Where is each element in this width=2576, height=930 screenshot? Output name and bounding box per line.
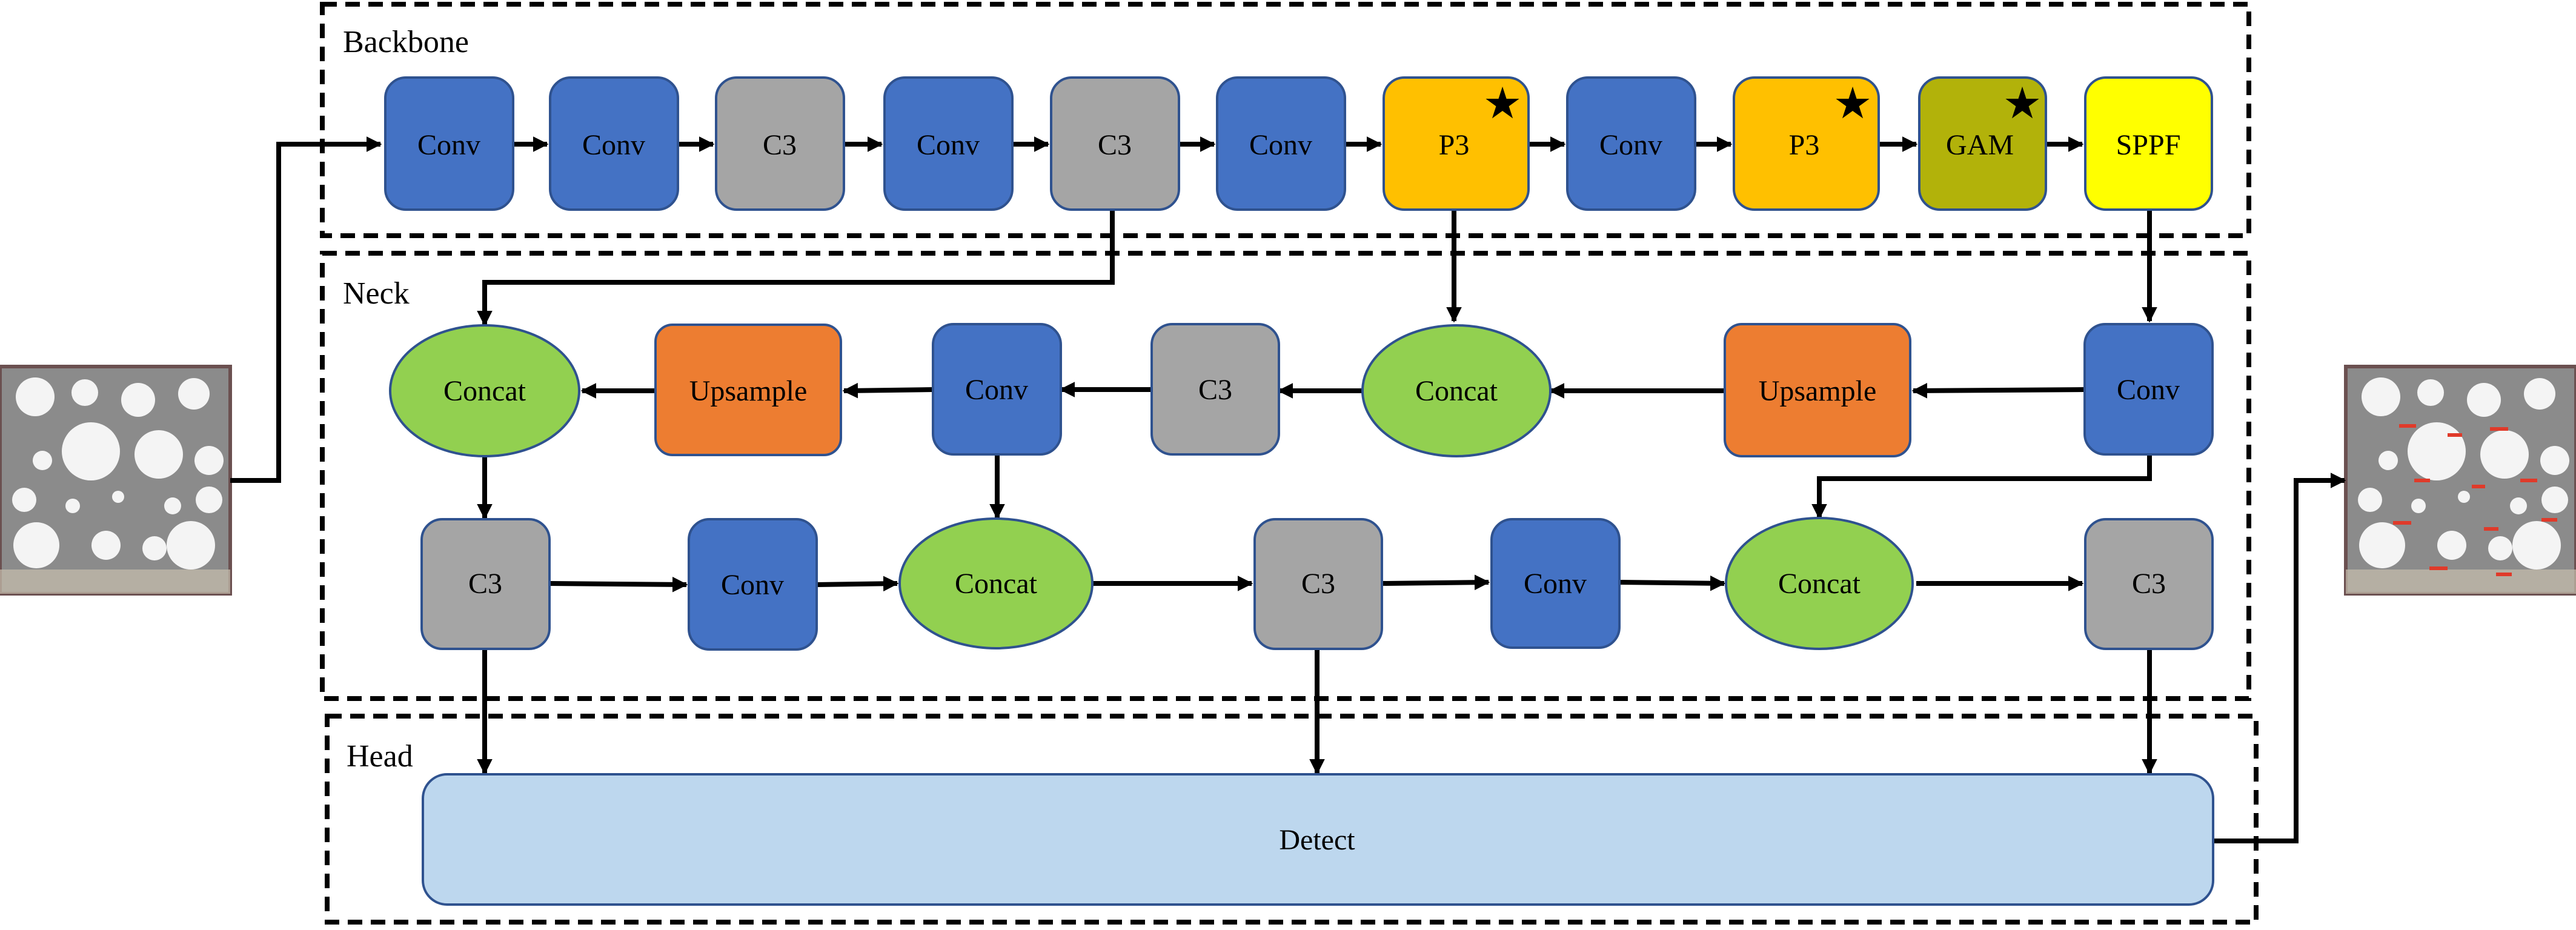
- neck-conv-2-label: Conv: [2117, 374, 2180, 406]
- neck-upsample-1-label: Upsample: [689, 375, 808, 407]
- neck-c3-1: [1150, 323, 1280, 456]
- backbone-gam-label: GAM: [1946, 129, 2014, 161]
- neck-conv-4-label: Conv: [1524, 568, 1587, 600]
- black-star-icon: ★: [2003, 78, 2042, 128]
- neck-upsample-2: [1724, 323, 1911, 457]
- backbone-conv-5-label: Conv: [1599, 129, 1662, 161]
- backbone-p3-2: [1733, 76, 1880, 211]
- backbone-conv-1-label: Conv: [417, 129, 480, 161]
- detect-block: [422, 773, 2214, 906]
- edge-conv-to-upsample: [1911, 383, 2085, 399]
- edge-r2-c3-conv-2: [1381, 574, 1490, 591]
- neck-c3-1-label: C3: [1198, 374, 1232, 406]
- edge-conv-to-upsample-2: [842, 382, 934, 399]
- backbone-conv-3-label: Conv: [917, 129, 980, 161]
- neck-concat-1-label: Concat: [443, 375, 526, 407]
- neck-conv-3-label: Conv: [721, 569, 784, 601]
- backbone-conv-3: [883, 76, 1014, 211]
- neck-conv-3: [688, 518, 818, 651]
- backbone-nodes: Conv Conv C3 Conv C3 Conv P3 ★ Conv P3 ★…: [384, 76, 2213, 211]
- neck-concat-3: [898, 517, 1094, 649]
- head-label: Head: [347, 739, 413, 774]
- backbone-section: [320, 2, 2251, 238]
- edges: [230, 136, 2346, 843]
- detect-label: Detect: [1279, 824, 1355, 856]
- black-star-icon: ★: [1483, 78, 1522, 128]
- output-image: [2344, 365, 2576, 596]
- backbone-sppf: [2084, 76, 2213, 211]
- neck-conv-2: [2083, 323, 2214, 456]
- edge-c3-to-concat: [477, 210, 1115, 327]
- neck-row-1: Concat Upsample Conv C3 Concat Upsample …: [389, 323, 2214, 457]
- neck-concat-3-label: Concat: [955, 568, 1038, 600]
- neck-section: [320, 251, 2251, 701]
- neck-conv-1-label: Conv: [965, 374, 1028, 406]
- head-block: Detect: [422, 773, 2214, 906]
- neck-concat-4-label: Concat: [1778, 568, 1861, 600]
- edge-r2-conv-concat: [816, 576, 899, 592]
- backbone-sppf-label: SPPF: [2116, 129, 2181, 161]
- backbone-conv-4-label: Conv: [1249, 129, 1312, 161]
- backbone-conv-1: [384, 76, 514, 211]
- backbone-label: Backbone: [343, 25, 469, 59]
- head-section: [325, 714, 2259, 925]
- backbone-conv-5: [1566, 76, 1696, 211]
- neck-conv-4: [1490, 518, 1621, 649]
- backbone-conv-4: [1216, 76, 1346, 211]
- neck-c3-4: [2084, 518, 2214, 650]
- neck-upsample-2-label: Upsample: [1759, 375, 1877, 407]
- neck-upsample-1: [654, 324, 842, 456]
- neck-c3-3: [1253, 518, 1383, 650]
- neck-conv-1: [932, 323, 1062, 456]
- neck-label: Neck: [343, 276, 410, 311]
- neck-concat-1: [389, 324, 580, 457]
- backbone-gam: [1918, 76, 2047, 211]
- neck-concat-2-label: Concat: [1415, 375, 1498, 407]
- neck-concat-4: [1725, 517, 1914, 650]
- backbone-conv-2: [549, 76, 679, 211]
- backbone-c3-2-label: C3: [1098, 129, 1132, 161]
- backbone-conv-2-label: Conv: [582, 129, 645, 161]
- backbone-p3-2-label: P3: [1789, 129, 1820, 161]
- neck-row-2: C3 Conv Concat C3 Conv Concat C3: [420, 517, 2214, 651]
- edge-r2-conv-concat-2: [1619, 575, 1726, 591]
- backbone-p3-1-label: P3: [1439, 129, 1470, 161]
- neck-c3-2: [420, 518, 551, 650]
- edge-detect-to-output: [2213, 473, 2346, 843]
- backbone-p3-1: [1383, 76, 1530, 211]
- black-star-icon: ★: [1833, 78, 1873, 128]
- edge-conv-to-concat-right: [1811, 454, 2152, 520]
- backbone-c3-2: [1050, 76, 1180, 211]
- neck-c3-3-label: C3: [1301, 568, 1335, 600]
- backbone-c3-1-label: C3: [763, 129, 797, 161]
- input-image: [0, 365, 232, 596]
- edge-input-to-conv: [230, 136, 382, 483]
- backbone-c3-1: [715, 76, 845, 211]
- neck-concat-2: [1361, 324, 1552, 457]
- neck-c3-2-label: C3: [468, 568, 502, 600]
- edge-r2-c3-conv: [549, 576, 688, 593]
- neck-c3-4-label: C3: [2132, 568, 2166, 600]
